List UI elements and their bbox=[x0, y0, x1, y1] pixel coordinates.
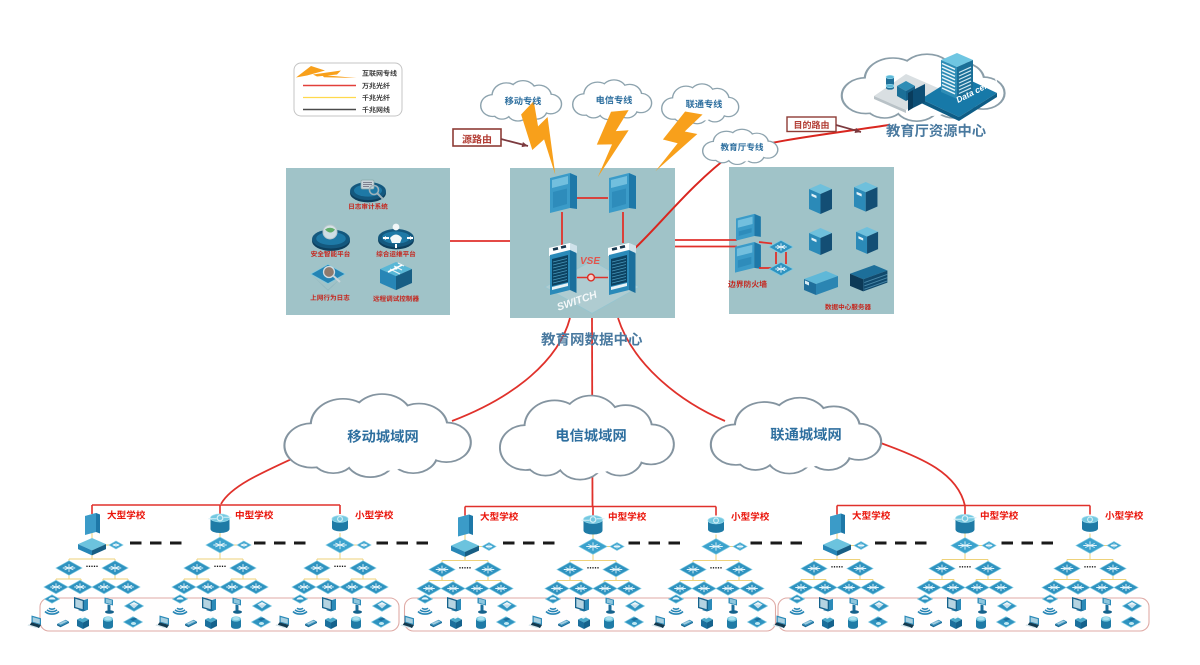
svg-text:.....: ..... bbox=[214, 559, 227, 569]
svg-text:.....: ..... bbox=[959, 560, 972, 570]
svg-text:.....: ..... bbox=[1084, 560, 1097, 570]
svg-text:.....: ..... bbox=[831, 560, 844, 570]
svg-text:.....: ..... bbox=[334, 559, 347, 569]
svg-text:.....: ..... bbox=[710, 561, 723, 571]
svg-text:VSE: VSE bbox=[580, 256, 600, 267]
svg-text:.....: ..... bbox=[459, 561, 472, 571]
svg-text:.....: ..... bbox=[86, 559, 99, 569]
svg-text:.....: ..... bbox=[587, 561, 600, 571]
